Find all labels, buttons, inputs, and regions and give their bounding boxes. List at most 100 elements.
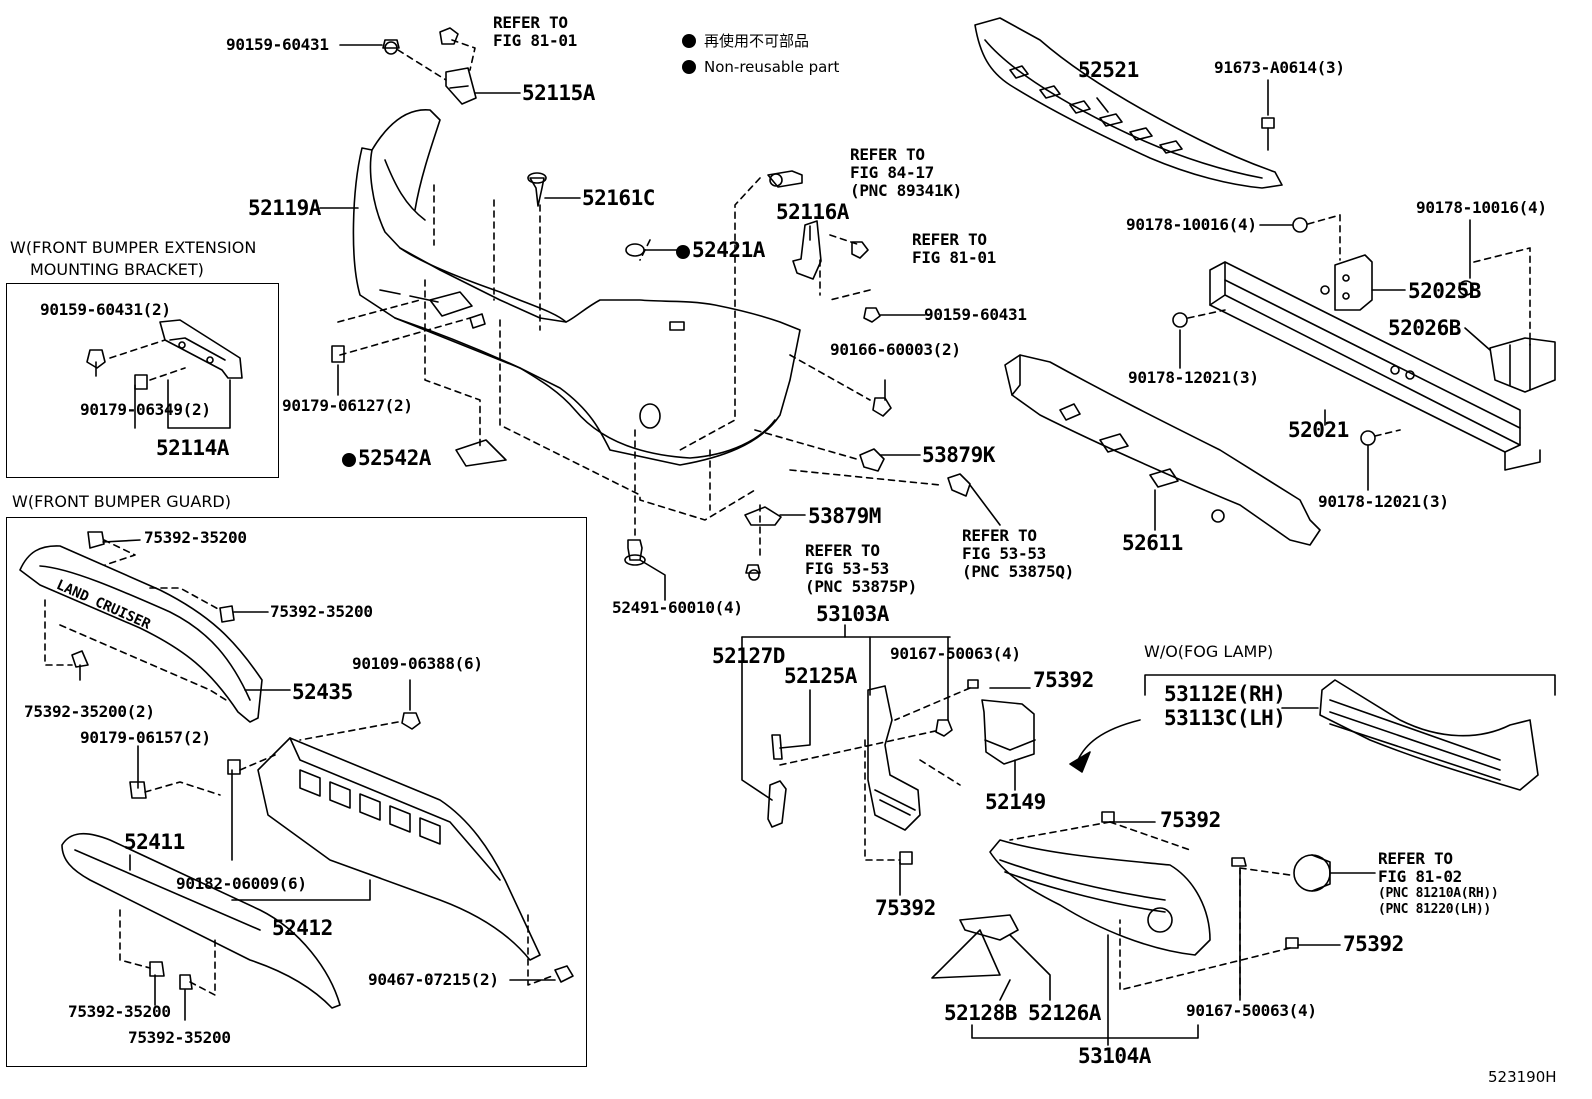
reinforcement-leaders (1187, 214, 1531, 437)
part-90159-60431-mid: 90159-60431 (924, 305, 1027, 324)
solid-leaders (79, 44, 1556, 1046)
part-53103A: 53103A (816, 602, 889, 626)
part-52116A: 52116A (776, 200, 849, 224)
figure-id: 523190H (1488, 1068, 1557, 1086)
non-reusable-dot-icon (676, 245, 690, 259)
part-75392-35200-e: 75392-35200 (128, 1028, 231, 1047)
part-90159-60431-box: 90159-60431(2) (40, 300, 171, 319)
extension-bracket-group-box (6, 283, 279, 478)
part-52119A: 52119A (248, 196, 321, 220)
part-52128B: 52128B (944, 1001, 1017, 1025)
part-91673-A0614: 91673-A0614(3) (1214, 58, 1345, 77)
part-90178-10016-a: 90178-10016(4) (1126, 215, 1257, 234)
part-52114A: 52114A (156, 436, 229, 460)
bumper-fasteners (331, 27, 971, 581)
fog-grille-drawing (1319, 679, 1539, 791)
fog-bracket-leaders (779, 687, 971, 861)
part-75392-b: 75392 (1160, 808, 1221, 832)
bumper-guard-heading: W(FRONT BUMPER GUARD) (12, 492, 231, 511)
part-52435: 52435 (292, 680, 353, 704)
part-52025B: 52025B (1408, 279, 1481, 303)
part-75392-35200-c: 75392-35200(2) (24, 702, 155, 721)
part-52125A: 52125A (784, 664, 857, 688)
lower-absorber-drawing (1004, 354, 1321, 546)
part-90178-10016-b: 90178-10016(4) (1416, 198, 1547, 217)
fastener-leaders-top (397, 39, 476, 81)
part-52126A: 52126A (1028, 1001, 1101, 1025)
fog-cover-drawing (931, 839, 1211, 979)
part-75392-35200-b: 75392-35200 (270, 602, 373, 621)
fog-lamp-heading: W/O(FOG LAMP) (1144, 642, 1274, 661)
non-reusable-dot-icon (682, 60, 696, 74)
extension-bracket-drawing (86, 319, 243, 390)
part-90179-06349: 90179-06349(2) (80, 400, 211, 419)
upper-absorber-drawing (974, 17, 1283, 189)
extension-bracket-leaders (109, 339, 186, 381)
part-90167-50063-b: 90167-50063(4) (1186, 1001, 1317, 1020)
part-53113C: 53113C(LH) (1164, 706, 1286, 730)
part-90179-06127: 90179-06127(2) (282, 396, 413, 415)
part-90159-60431-top: 90159-60431 (226, 35, 329, 54)
direction-arrowhead (1069, 751, 1091, 773)
extension-bracket-heading-2: MOUNTING BRACKET) (30, 260, 204, 279)
legend-en: Non-reusable part (682, 60, 839, 75)
non-reusable-dot-icon (682, 34, 696, 48)
part-52026B: 52026B (1388, 316, 1461, 340)
extension-bracket-heading-1: W(FRONT BUMPER EXTENSION (10, 238, 257, 257)
part-52127D: 52127D (712, 644, 785, 668)
part-53112E: 53112E(RH) (1164, 682, 1286, 706)
part-52521: 52521 (1078, 58, 1139, 82)
guard-leaders (44, 539, 556, 996)
direction-arrow (1077, 719, 1141, 761)
part-75392-a: 75392 (1033, 668, 1094, 692)
part-90167-50063-a: 90167-50063(4) (890, 644, 1021, 663)
part-75392-35200-a: 75392-35200 (144, 528, 247, 547)
part-90178-12021-a: 90178-12021(3) (1128, 368, 1259, 387)
bumper-guard-group-box (6, 517, 587, 1067)
part-90179-06157: 90179-06157(2) (80, 728, 211, 747)
bumper-leaders (337, 177, 941, 561)
part-53104A: 53104A (1078, 1044, 1151, 1068)
part-75392-c: 75392 (875, 896, 936, 920)
guard-skid-52411 (61, 832, 341, 1009)
part-90178-12021-b: 90178-12021(3) (1318, 492, 1449, 511)
part-52021: 52021 (1288, 418, 1349, 442)
guard-lower-52412 (257, 737, 541, 961)
part-52611: 52611 (1122, 531, 1183, 555)
non-reusable-dot-icon (342, 453, 356, 467)
reinforcement-drawing (1209, 261, 1541, 471)
part-52411: 52411 (124, 830, 185, 854)
brackets-52025B-52026B (1320, 254, 1556, 393)
guard-bar-52435 (19, 545, 263, 723)
nuts-reinforcement (1172, 217, 1474, 446)
guard-clips (71, 531, 574, 990)
part-52491-60010: 52491-60010(4) (612, 598, 743, 617)
part-53879M: 53879M (808, 504, 881, 528)
part-52412: 52412 (272, 916, 333, 940)
part-90166-60003: 90166-60003(2) (830, 340, 961, 359)
part-75392-35200-d: 75392-35200 (68, 1002, 171, 1021)
bolt-91673 (1261, 117, 1275, 151)
part-90109-06388: 90109-06388(6) (352, 654, 483, 673)
fog-cover-leaders (1009, 821, 1291, 1001)
part-52149: 52149 (985, 790, 1046, 814)
part-52542A: 52542A (342, 448, 431, 469)
part-52421A: 52421A (676, 240, 765, 261)
fog-clips (1101, 811, 1331, 949)
part-90182-06009: 90182-06009(6) (176, 874, 307, 893)
legend-jp: 再使用不可部品 (682, 34, 809, 49)
part-75392-d: 75392 (1343, 932, 1404, 956)
part-52115A: 52115A (522, 81, 595, 105)
part-53879K: 53879K (922, 443, 995, 467)
part-52161C: 52161C (582, 186, 655, 210)
bumper-cover-drawing (352, 109, 801, 466)
part-90467-07215: 90467-07215(2) (368, 970, 499, 989)
